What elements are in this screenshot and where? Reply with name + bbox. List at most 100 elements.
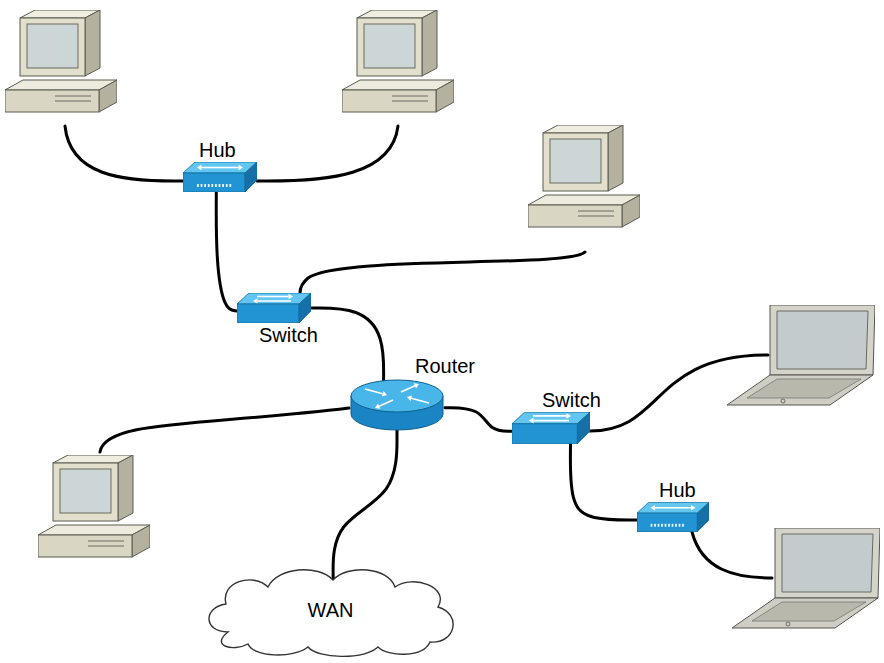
device-label: Hub [199,138,236,162]
port-dot [201,184,203,187]
desktop-computer [38,455,150,557]
switch-icon [237,293,311,323]
device-label: WAN [308,598,354,622]
network-cable [570,444,637,520]
hub-device: Hub [183,138,257,192]
arrow-stroke [379,400,393,406]
arrow-stroke [655,507,673,509]
port-dot [204,184,206,187]
cloud-outline [209,570,453,657]
device-arrows [197,165,243,171]
device-label: Switch [259,323,318,347]
device-front [183,173,245,192]
port-dot [229,184,231,187]
port-dot [197,184,199,187]
network-cable [311,308,384,381]
switch-device: Switch [237,293,318,347]
hub-icon [183,162,257,192]
port-dot [675,524,677,527]
hub-icon [637,502,709,532]
arrow-head [197,165,202,171]
arrow-head [253,298,258,304]
hub-device: Hub [637,478,709,532]
port-dot [222,184,224,187]
device-top [237,293,311,304]
device-side [697,502,709,531]
port-dot [658,524,660,527]
arrow-head [691,505,695,510]
port-dots [197,184,231,187]
arrow-stroke [401,386,415,392]
arrow-head [289,294,294,300]
arrow-head [651,505,655,510]
switch-device: Switch [512,388,601,444]
desktop-computer [5,10,117,112]
port-dot [661,524,663,527]
device-arrows [253,294,293,304]
port-dots [651,524,684,527]
cable [65,126,183,181]
device-front [512,424,577,444]
router-arrows [365,383,429,408]
port-dot [654,524,656,527]
port-dot [682,524,684,527]
router-icon [349,378,445,432]
cable [590,355,768,431]
device-cables [65,126,772,578]
cable [257,126,398,181]
port-dot [672,524,674,527]
device-top [637,502,709,513]
arrow-head [414,383,419,388]
arrow-stroke [258,300,292,302]
arrow-stroke [257,296,289,298]
cloud-device: WAN [198,562,463,658]
arrow-stroke [534,420,569,422]
switch-icon [512,412,590,444]
arrow-stroke [533,415,566,417]
desktop-computer [342,10,454,112]
arrow-stroke [411,398,429,403]
cable [300,252,585,293]
port-dot [651,524,653,527]
arrow-stroke [202,167,221,169]
cable [100,408,349,452]
router-top [351,380,443,412]
port-dot [679,524,681,527]
arrow-head [529,418,534,424]
arrow-stroke [365,389,383,394]
cable [692,532,772,578]
arrow-head [375,404,380,409]
port-dot [219,184,221,187]
arrow-stroke [673,507,691,509]
device-label: Router [415,354,475,378]
router-device: Router [349,354,475,432]
arrow-stroke [220,167,239,169]
arrow-head [407,395,412,400]
device-side [577,412,590,444]
device-front [637,513,697,531]
device-side [245,162,257,192]
arrow-head [566,413,571,419]
network-cable [445,408,512,432]
device-arrows [651,505,696,510]
network-cable [216,192,237,311]
device-label: Hub [659,478,696,502]
computer-icons [5,10,880,628]
device-top [512,412,590,424]
port-dot [211,184,213,187]
device-arrows [529,413,571,424]
port-dot [226,184,228,187]
port-dot [208,184,210,187]
port-dot [215,184,217,187]
device-top [183,162,257,173]
desktop-computer [528,125,640,227]
port-dot [668,524,670,527]
network-cable [333,430,397,579]
device-label: Switch [542,388,601,412]
arrow-head [239,165,244,171]
port-dot [665,524,667,527]
device-front [237,304,299,323]
